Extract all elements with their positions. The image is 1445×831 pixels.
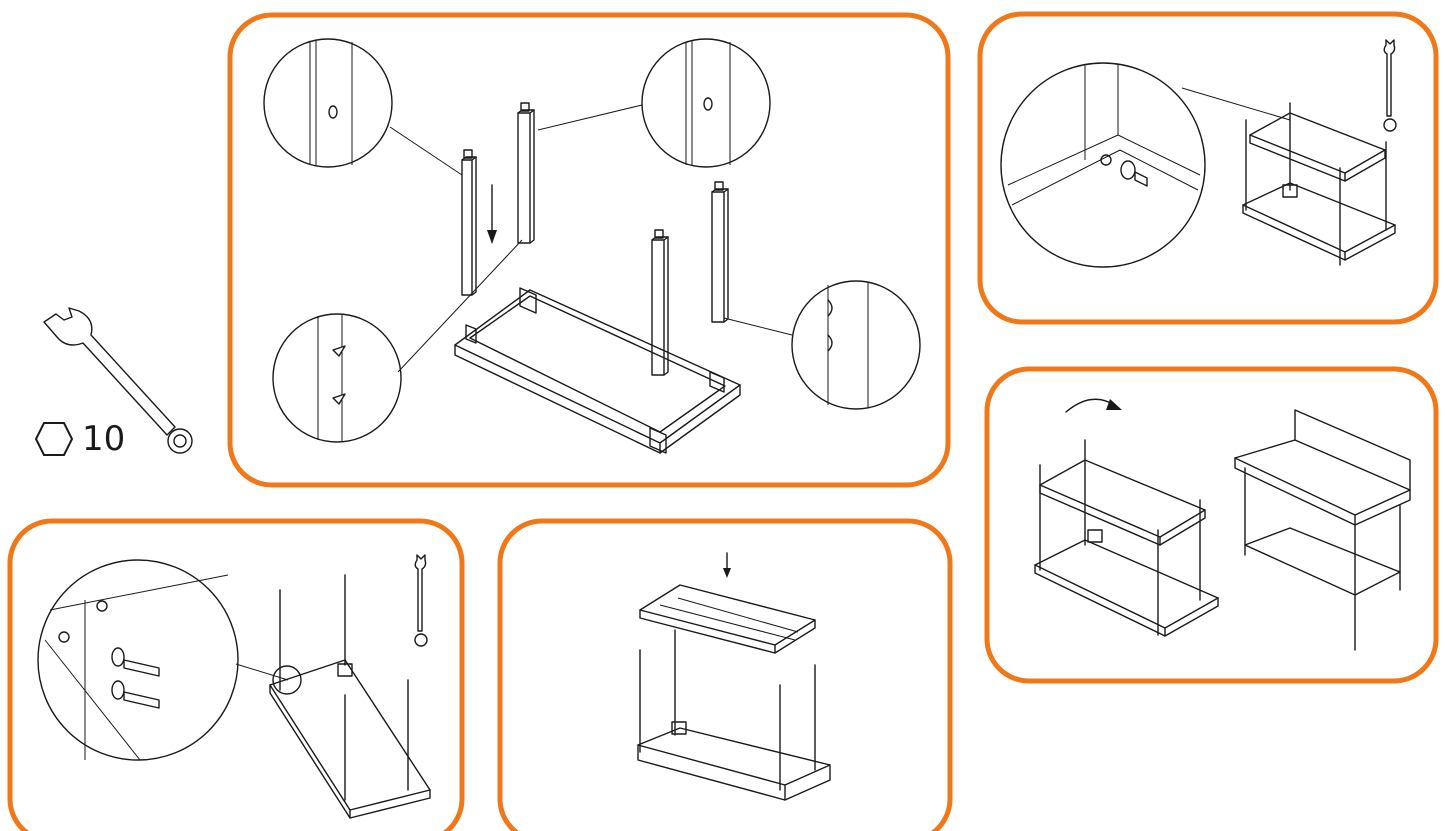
magnifier-circle — [537, 38, 771, 168]
leg — [461, 149, 477, 296]
step-5-illustration — [1034, 398, 1411, 651]
leg — [517, 102, 535, 244]
leg — [711, 181, 729, 323]
step-4-panel — [977, 11, 1439, 325]
magnifier-circle — [272, 239, 523, 443]
magnifier-circle — [37, 559, 289, 761]
step-3-illustration — [637, 552, 831, 801]
hexagon-icon — [34, 422, 74, 456]
table-frame — [1242, 102, 1396, 266]
table-frame — [269, 574, 431, 819]
down-arrow-icon — [487, 184, 497, 244]
table-frame — [1034, 439, 1219, 637]
leg — [651, 229, 669, 376]
wrench-icon — [43, 307, 193, 454]
step-4-illustration — [1000, 39, 1397, 268]
step-3-panel — [497, 518, 953, 831]
wrench-icon — [414, 554, 428, 647]
wrench-size-spec: 10 — [34, 420, 125, 458]
legs — [637, 629, 831, 801]
step-2-panel — [7, 518, 465, 831]
magnifier-circle — [1000, 62, 1291, 268]
magnifier-circle — [723, 280, 921, 410]
magnifier-circle — [263, 38, 463, 176]
step-2-illustration — [37, 554, 431, 819]
table-frame — [454, 287, 741, 454]
down-arrow-icon — [723, 552, 731, 578]
wrench-size-label: 10 — [82, 419, 126, 459]
wrench-icon — [1383, 39, 1397, 132]
finished-table — [1234, 409, 1411, 651]
undershelf — [639, 584, 816, 654]
step-1-panel — [227, 12, 951, 488]
step-5-panel — [984, 366, 1439, 684]
step-1-illustration — [263, 38, 921, 454]
